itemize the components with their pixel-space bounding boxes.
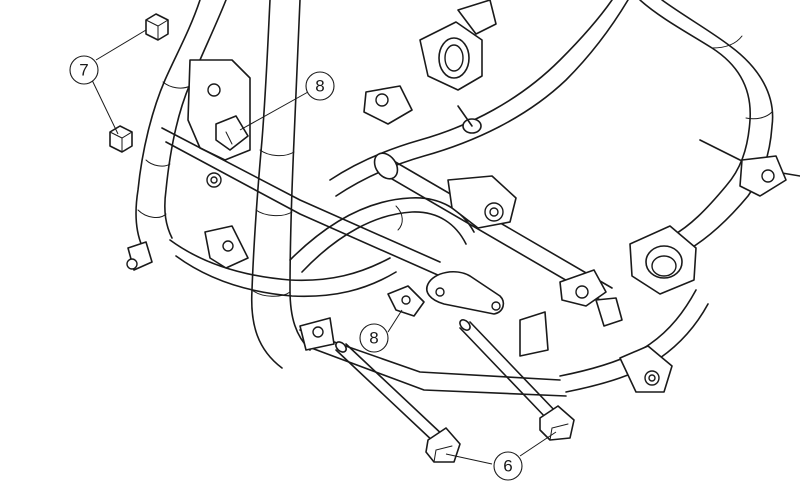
callout-8-upper-circle: [305, 71, 335, 101]
callout-8-upper-label: 8: [315, 77, 324, 96]
clip-lower: [387, 285, 425, 317]
callout-8-upper: 8: [305, 71, 335, 101]
left-front-tubes: [126, 0, 441, 369]
nut-upper: [145, 13, 169, 41]
callout-8-lower-circle: [359, 323, 389, 353]
callout-6-label: 6: [503, 457, 512, 476]
nut-lower: [109, 125, 133, 153]
callout-6: 6: [493, 451, 523, 481]
clip-upper: [215, 115, 249, 151]
callout-7-circle: [69, 55, 99, 85]
leader-lines: [91, 29, 557, 465]
callout-8-lower-label: 8: [369, 329, 378, 348]
right-rear-loop: [559, 0, 800, 393]
middle-frame: [289, 0, 629, 397]
bolt-right: [459, 319, 575, 441]
callout-7: 7: [69, 55, 99, 85]
bolt-left: [335, 341, 461, 463]
callout-6-circle: [493, 451, 523, 481]
callout-7-label: 7: [79, 61, 88, 80]
callout-8-lower: 8: [359, 323, 389, 353]
